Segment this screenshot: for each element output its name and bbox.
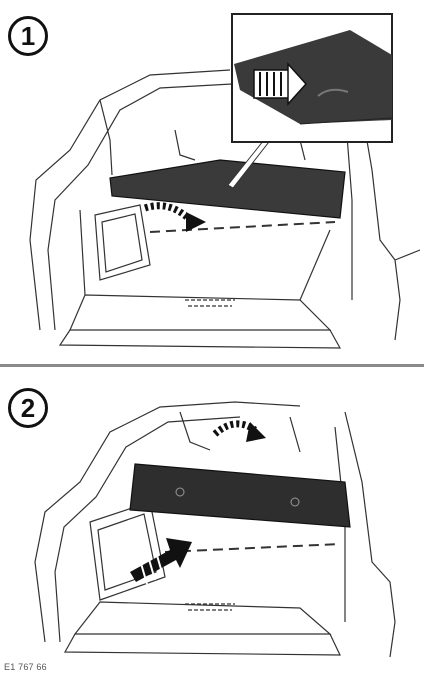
step-number-badge: 2 bbox=[8, 388, 48, 428]
cargo-area-cover-removal-drawing bbox=[0, 372, 424, 662]
step-1-illustration: 1 bbox=[0, 0, 424, 362]
figure-reference-code: E1 767 66 bbox=[4, 662, 47, 672]
inset-detail-box bbox=[232, 14, 392, 142]
cargo-area-cover-closed-drawing bbox=[0, 0, 424, 362]
step-number-badge: 1 bbox=[8, 16, 48, 56]
rotate-arrow-icon bbox=[215, 422, 266, 442]
curved-arrow-icon bbox=[145, 206, 206, 232]
lift-out-arrow-icon bbox=[130, 538, 192, 584]
step-2-illustration: 2 bbox=[0, 372, 424, 662]
load-cover-panel-tilted bbox=[130, 464, 350, 527]
load-cover-panel bbox=[110, 160, 345, 218]
section-divider bbox=[0, 364, 424, 367]
